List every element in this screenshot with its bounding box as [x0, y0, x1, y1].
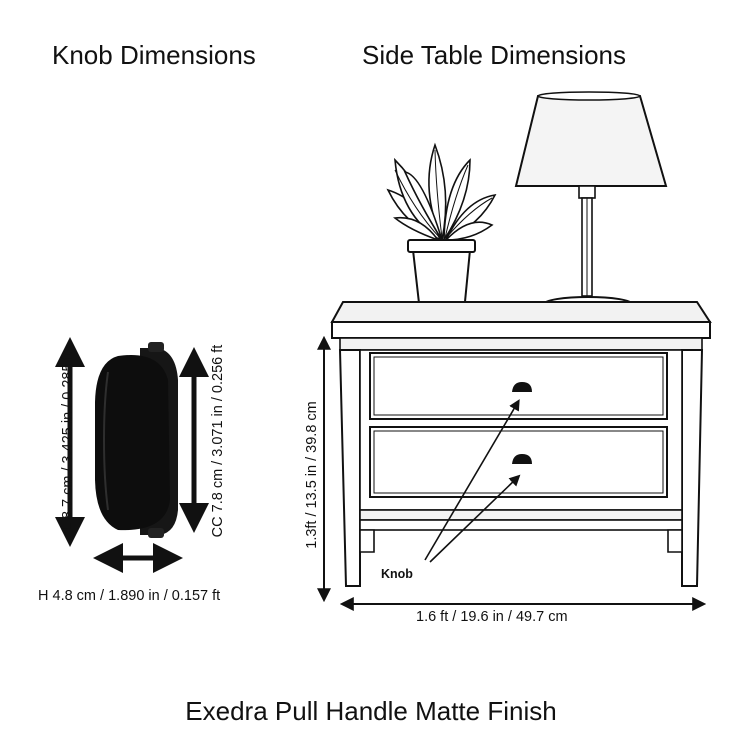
product-title: Exedra Pull Handle Matte Finish — [185, 696, 557, 726]
side-table-dimensions-heading: Side Table Dimensions — [362, 40, 626, 70]
knob-center-to-center-label: CC 7.8 cm / 3.071 in / 0.256 ft — [210, 344, 226, 538]
knob-height-label: H 4.8 cm / 1.890 in / 0.157 ft — [38, 588, 221, 604]
knob-callout-label: Knob — [381, 567, 413, 581]
potted-plant — [386, 142, 497, 313]
drawer-knob-top — [512, 382, 532, 392]
table-lamp — [514, 91, 668, 312]
drawer-knob-bottom — [512, 454, 532, 464]
knob-callout-arrows — [424, 399, 521, 563]
table-height-label: 1.3ft / 13.5 in / 39.8 cm — [304, 401, 320, 549]
knob-length-label: L 8.7 cm / 3.425 in / 0.285 ft — [60, 351, 76, 531]
table-width-label: 1.6 ft / 19.6 in / 49.7 cm — [416, 609, 568, 625]
side-table — [330, 301, 712, 587]
knob-illustration — [95, 342, 178, 538]
knob-dimensions-heading: Knob Dimensions — [52, 40, 256, 70]
